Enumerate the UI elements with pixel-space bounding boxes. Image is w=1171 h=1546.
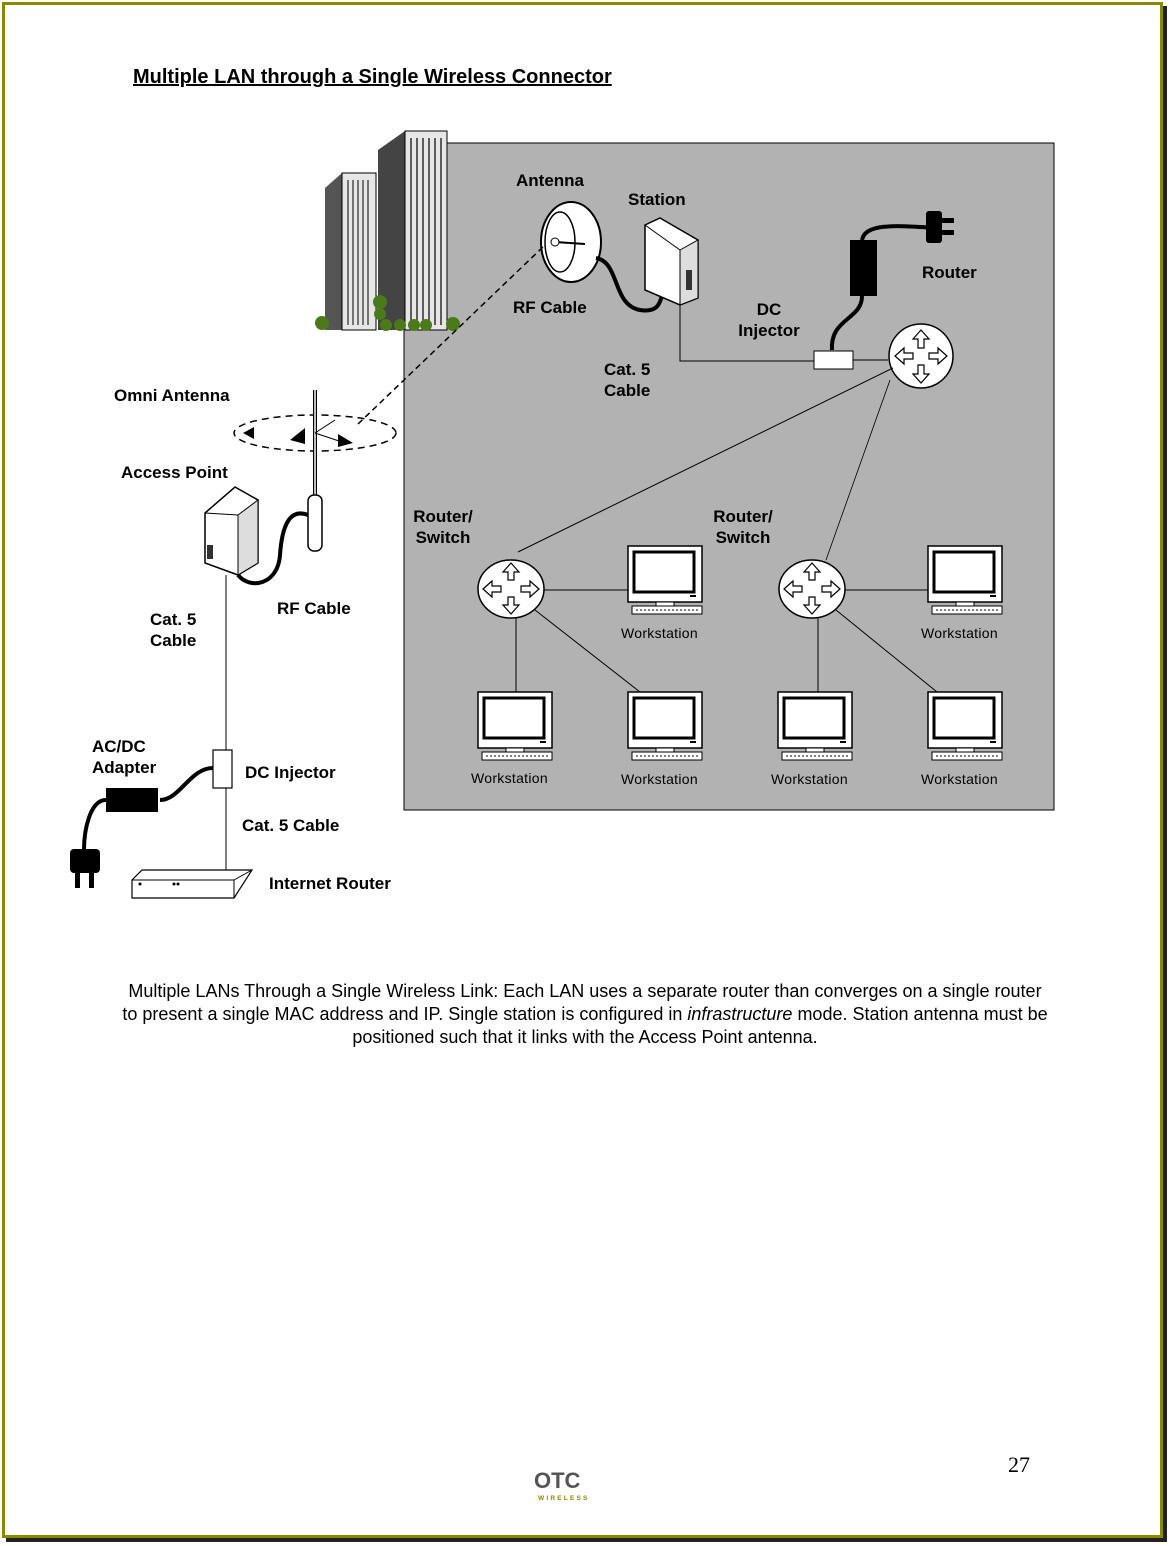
power-adapter-icon (829, 211, 954, 351)
label-cat5-top-line2: Cable (604, 381, 651, 400)
station-icon (644, 217, 699, 306)
label-router-switch-right-line2: Switch (715, 528, 771, 547)
label-omni-antenna: Omni Antenna (114, 386, 230, 405)
label-antenna: Antenna (516, 171, 584, 190)
label-rf-cable-top: RF Cable (513, 298, 587, 317)
label-router-switch-right: Router/ Switch (703, 506, 783, 548)
label-access-point: Access Point (121, 463, 228, 482)
otc-wireless-logo: OTC WIRELESS (534, 1468, 590, 1502)
internet-router-icon (131, 869, 254, 899)
workstation-label: Workstation (921, 771, 998, 787)
label-dc-injector-top-line1: DC (756, 300, 782, 319)
label-internet-router: Internet Router (269, 874, 391, 893)
label-station: Station (628, 190, 686, 209)
label-ac-dc-adapter-line2: Adapter (92, 758, 157, 777)
label-router-top: Router (922, 263, 977, 282)
buildings-icon (315, 130, 460, 331)
label-dc-injector-top-line2: Injector (738, 321, 800, 340)
caption-part2: mode. Station antenna must be positioned… (352, 1004, 1048, 1047)
plug-icon (70, 849, 100, 888)
switch-left-icon (477, 559, 545, 619)
label-router-switch-left-line2: Switch (415, 528, 471, 547)
dc-injector-left-icon (212, 749, 233, 789)
workstation-label: Workstation (621, 771, 698, 787)
logo-text: OTC (534, 1468, 581, 1493)
label-ac-dc-adapter-line1: AC/DC (92, 737, 146, 756)
label-router-switch-left: Router/ Switch (403, 506, 483, 548)
workstation-label: Workstation (471, 770, 548, 786)
logo-subtext: WIRELESS (538, 1495, 590, 1502)
label-rf-cable-left: RF Cable (277, 599, 351, 618)
label-cat5-cable-bottom: Cat. 5 Cable (242, 816, 340, 835)
dc-injector-top-icon (813, 350, 854, 370)
label-router-switch-left-line1: Router/ (413, 507, 473, 526)
label-ac-dc-adapter: AC/DC Adapter (92, 736, 156, 778)
label-cat5-top-line1: Cat. 5 (604, 360, 651, 379)
caption-italic: infrastructure (687, 1004, 793, 1024)
workstation-label: Workstation (921, 625, 998, 641)
page-number: 27 (1008, 1452, 1030, 1477)
ac-dc-adapter-icon (106, 788, 158, 812)
access-point-icon (204, 486, 259, 576)
label-dc-injector-top: DC Injector (724, 299, 814, 341)
label-cat5-left-line1: Cat. 5 (150, 610, 197, 629)
figure-caption: Multiple LANs Through a Single Wireless … (120, 980, 1050, 1049)
workstation-label: Workstation (771, 771, 848, 787)
page-title: Multiple LAN through a Single Wireless C… (133, 66, 612, 88)
switch-right-icon (778, 559, 846, 619)
label-cat5-left-line2: Cable (150, 631, 197, 650)
omni-antenna-icon (233, 390, 397, 552)
label-router-switch-right-line1: Router/ (713, 507, 773, 526)
label-dc-injector-left: DC Injector (245, 763, 336, 782)
label-cat5-top: Cat. 5 Cable (604, 359, 650, 401)
router-top-icon (888, 323, 954, 389)
dish-antenna-icon (540, 201, 602, 283)
workstation-label: Workstation (621, 625, 698, 641)
label-cat5-left: Cat. 5 Cable (150, 609, 196, 651)
caption-part1: Multiple LANs Through a Single Wireless … (122, 981, 1042, 1024)
